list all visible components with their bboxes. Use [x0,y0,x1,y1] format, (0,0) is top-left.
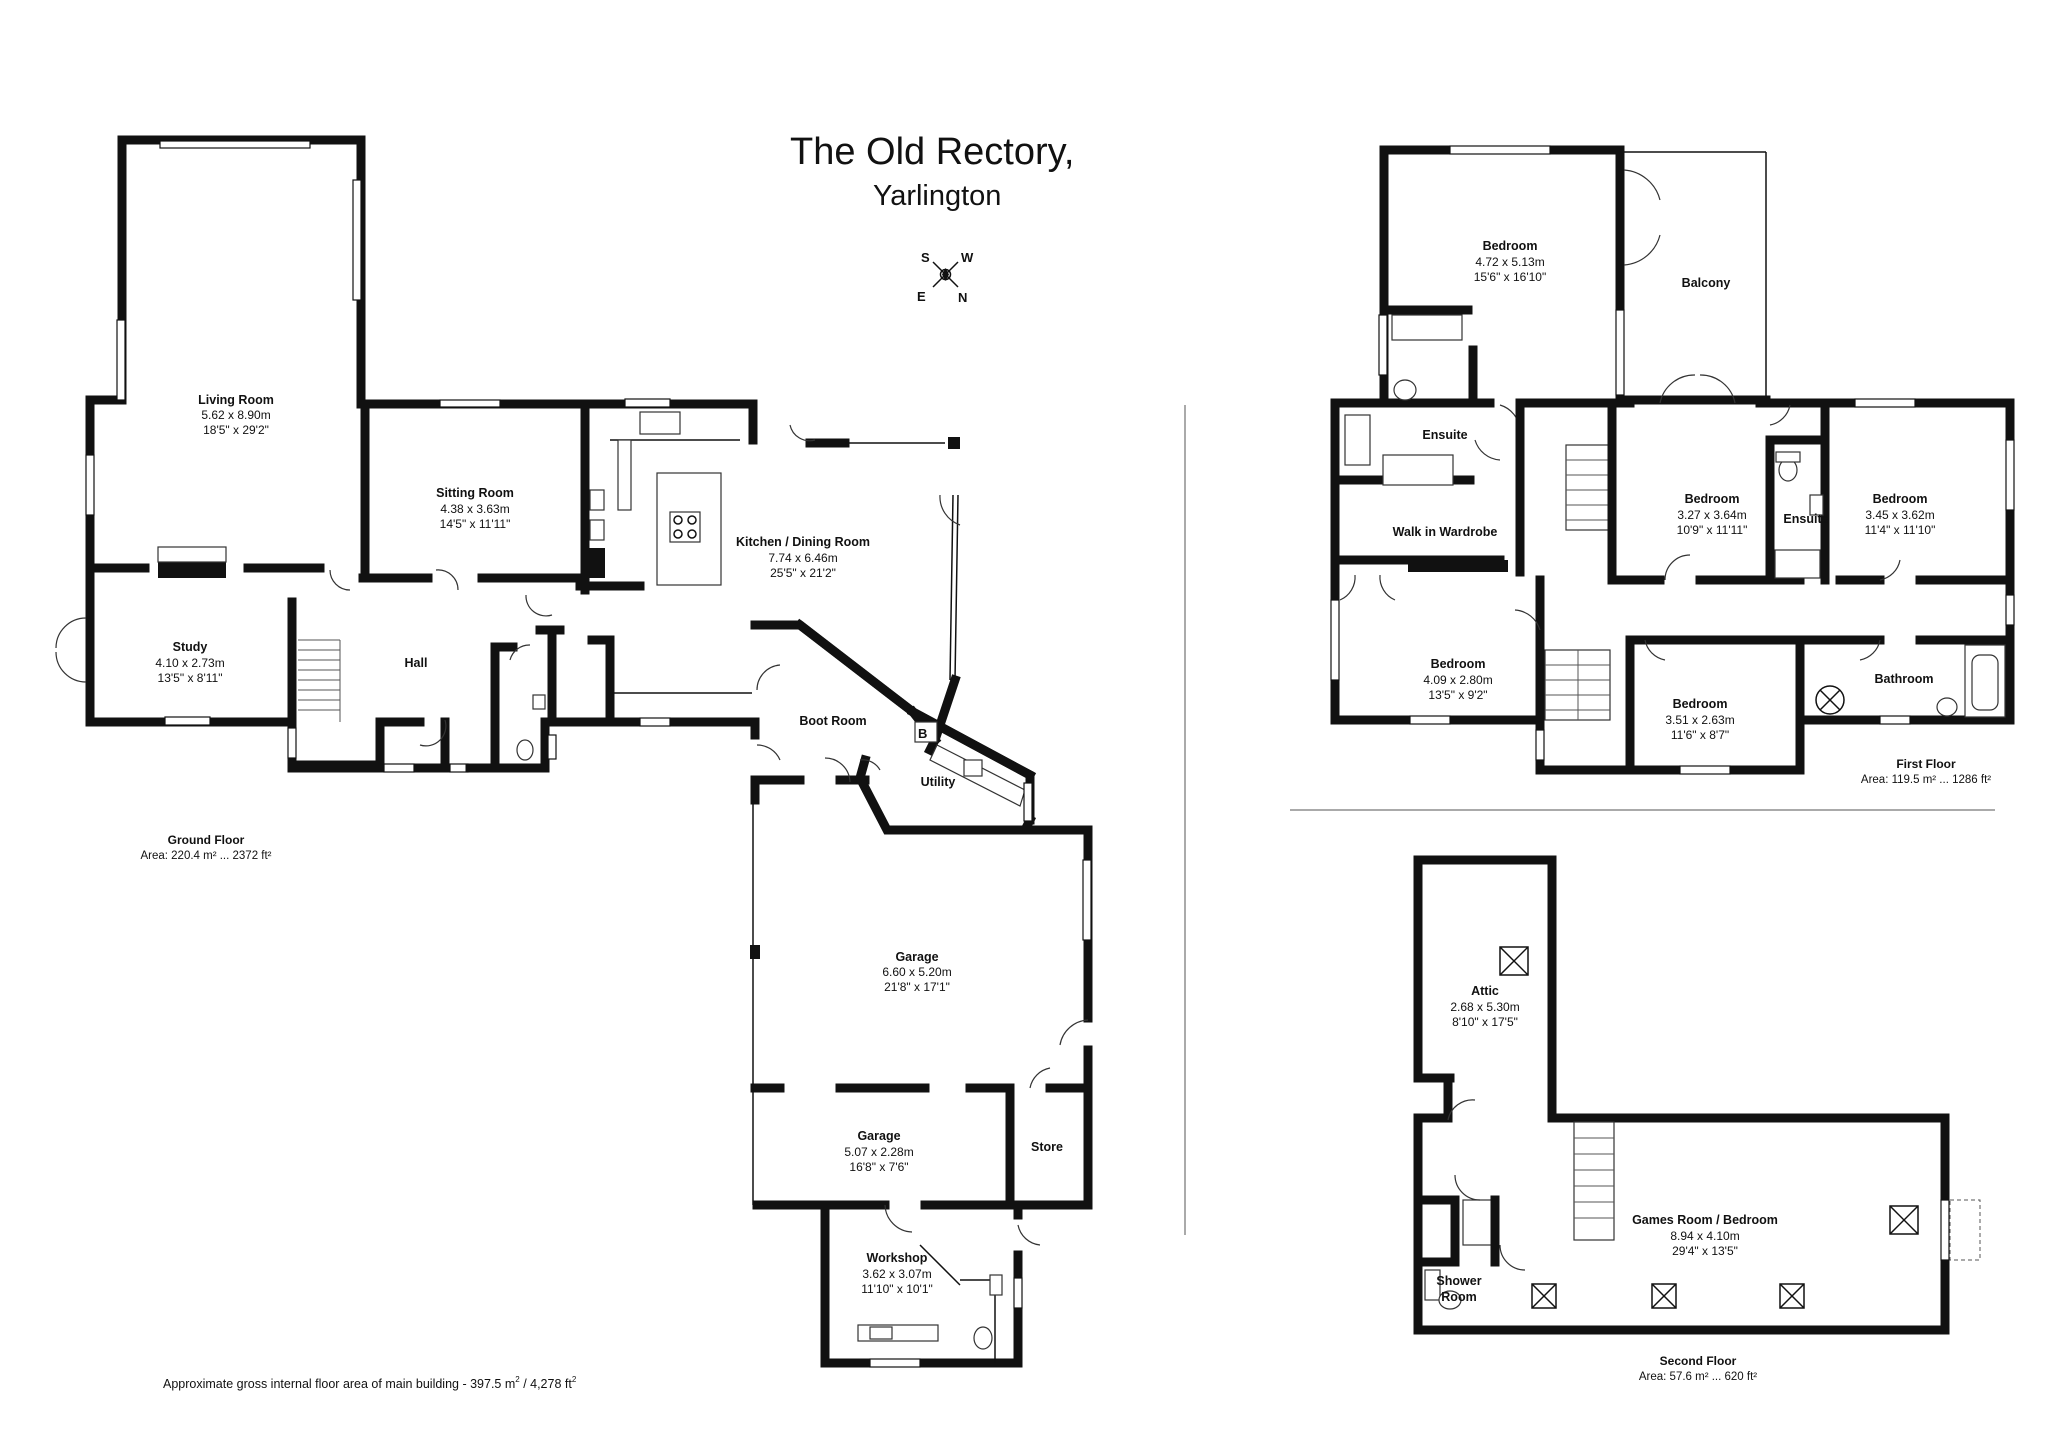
room-name: Ensuite [1422,428,1467,442]
boiler-label: B [918,726,927,741]
compass-n: N [958,290,967,305]
room-imperial: 11'6" x 8'7" [1671,728,1729,742]
room-imperial: 16'8" x 7'6" [849,1160,908,1174]
room-name: Hall [405,656,428,670]
ground-floor-plan: B [55,135,1093,1368]
room-name: Bedroom [1685,492,1740,506]
room-name: Games Room / Bedroom [1632,1213,1778,1227]
room-name: Garage [895,950,938,964]
room-imperial: 25'5" x 21'2" [770,566,836,580]
gross-area-sup2: 2 [572,1375,577,1384]
room-name: Living Room [198,393,274,407]
room-imperial: 15'6" x 16'10" [1474,270,1547,284]
skylight-icon [1531,1283,1557,1309]
gross-area-sup: 2 [515,1375,520,1384]
room-name: Balcony [1682,276,1731,290]
room-imperial: 11'10" x 10'1" [861,1282,933,1296]
room-imperial: 13'5" x 8'11" [158,671,223,685]
floor-name: First Floor [1896,757,1956,771]
floor-name: Second Floor [1660,1354,1737,1368]
room-name: Store [1031,1140,1063,1154]
room-name: Kitchen / Dining Room [736,535,870,549]
room-name: Walk in Wardrobe [1393,525,1498,539]
compass-icon: S W E N [917,250,974,305]
floor-labels: Ground Floor Area: 220.4 m² ... 2372 ft²… [140,757,1991,1383]
room-imperial: 8'10" x 17'5" [1452,1015,1518,1029]
room-imperial: 29'4" x 13'5" [1672,1244,1738,1258]
room-name-line2: Room [1441,1290,1476,1304]
first-floor-plan [1330,145,2015,775]
room-metric: 2.68 x 5.30m [1450,1000,1519,1014]
room-name: Attic [1471,984,1499,998]
room-name: Utility [921,775,956,789]
room-name: Bathroom [1874,672,1933,686]
compass-e: E [917,289,926,304]
room-metric: 5.62 x 8.90m [201,408,270,422]
room-labels: Living Room 5.62 x 8.90m 18'5" x 29'2" S… [155,239,1935,1304]
room-name: Workshop [867,1251,928,1265]
room-imperial: 10'9" x 11'11" [1677,523,1748,537]
room-imperial: 11'4" x 11'10" [1865,523,1936,537]
room-metric: 5.07 x 2.28m [844,1145,913,1159]
floor-area: Area: 220.4 m² ... 2372 ft² [140,850,271,862]
plan-subtitle: Yarlington [873,180,1001,212]
room-metric: 3.27 x 3.64m [1677,508,1746,522]
skylight-icon [1779,1283,1805,1309]
room-imperial: 13'5" x 9'2" [1428,688,1487,702]
room-metric: 3.51 x 2.63m [1665,713,1734,727]
compass-w: W [961,250,974,265]
skylight-icon [1889,1205,1919,1235]
room-metric: 3.62 x 3.07m [862,1267,931,1281]
room-name: Ensuite [1783,512,1828,526]
room-name: Bedroom [1483,239,1538,253]
gross-area-text: Approximate gross internal floor area of… [163,1377,515,1391]
second-floor-plan [1413,855,1981,1335]
room-metric: 4.09 x 2.80m [1423,673,1492,687]
room-metric: 6.60 x 5.20m [882,965,951,979]
floor-area: Area: 57.6 m² ... 620 ft² [1639,1371,1757,1383]
gross-area-ft: / 4,278 ft [520,1377,573,1391]
room-imperial: 14'5" x 11'11" [440,517,511,531]
floor-area: Area: 119.5 m² ... 1286 ft² [1861,774,1991,786]
room-metric: 4.72 x 5.13m [1475,255,1544,269]
plan-title: The Old Rectory, [790,131,1074,173]
room-name: Study [173,640,208,654]
room-name: Bedroom [1431,657,1486,671]
compass-s: S [921,250,930,265]
room-imperial: 21'8" x 17'1" [884,980,950,994]
room-name: Sitting Room [436,486,514,500]
room-metric: 8.94 x 4.10m [1670,1229,1739,1243]
room-metric: 3.45 x 3.62m [1865,508,1934,522]
skylight-icon [1499,946,1529,976]
room-name: Shower [1436,1274,1481,1288]
room-name: Boot Room [799,714,866,728]
gross-area-note: Approximate gross internal floor area of… [163,1375,577,1391]
room-imperial: 18'5" x 29'2" [203,423,269,437]
room-metric: 4.10 x 2.73m [155,656,224,670]
room-metric: 7.74 x 6.46m [768,551,837,565]
room-name: Garage [857,1129,900,1143]
room-metric: 4.38 x 3.63m [440,502,509,516]
room-name: Bedroom [1673,697,1728,711]
skylight-icon [1651,1283,1677,1309]
room-name: Bedroom [1873,492,1928,506]
floor-name: Ground Floor [168,833,245,847]
